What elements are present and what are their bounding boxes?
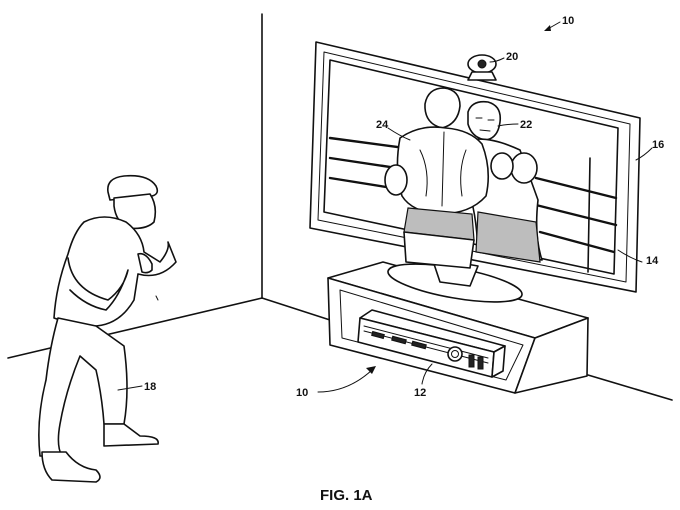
avatar-glove xyxy=(384,164,408,196)
console-slot xyxy=(363,325,489,359)
ref-system: 10 xyxy=(562,15,574,27)
rope xyxy=(534,176,618,200)
ref-display: 14 xyxy=(646,255,659,267)
power-button xyxy=(447,346,463,362)
ref-tv: 16 xyxy=(652,139,664,151)
stand-side xyxy=(514,317,589,394)
user-legs xyxy=(38,317,128,457)
ref-user: 18 xyxy=(144,381,156,393)
console-button xyxy=(371,330,385,340)
left-floor-line xyxy=(7,297,263,359)
leader-user xyxy=(117,385,143,391)
opponent-glove xyxy=(510,152,538,184)
leader-opponent xyxy=(497,123,519,127)
rope xyxy=(534,203,618,227)
user-left-shoe xyxy=(41,451,101,483)
right-floor-line xyxy=(261,297,331,321)
opponent-trunks xyxy=(475,211,541,263)
ref-opponent: 22 xyxy=(520,119,532,131)
avatar-boxer xyxy=(384,87,490,269)
user-figure xyxy=(38,174,177,483)
leader-camera xyxy=(489,57,505,63)
leader-avatar xyxy=(387,127,411,141)
leader-stand-arrow xyxy=(317,369,373,393)
console-port xyxy=(468,354,475,368)
leader-tv xyxy=(635,147,653,161)
ref-camera: 20 xyxy=(506,51,518,63)
power-button-ring xyxy=(451,350,459,358)
console-port xyxy=(477,356,484,370)
user-head xyxy=(113,193,157,230)
avatar-muscles xyxy=(419,131,467,207)
camera-lens xyxy=(477,59,487,69)
ref-system-arrow: 10 xyxy=(296,387,308,399)
user-fist xyxy=(137,252,153,274)
figure-caption: FIG. 1A xyxy=(320,487,373,504)
opponent-face xyxy=(475,117,495,132)
console-side xyxy=(491,345,506,378)
opponent-head xyxy=(467,100,502,141)
avatar-legs xyxy=(403,231,475,269)
ring-post xyxy=(587,157,591,273)
ref-avatar: 24 xyxy=(376,119,389,131)
rope xyxy=(538,230,616,254)
camera xyxy=(467,54,497,81)
user-arm xyxy=(67,257,129,311)
right-floor-line-back xyxy=(587,374,673,401)
leader-console xyxy=(421,363,433,385)
tv-bezel-inner xyxy=(317,51,631,283)
console-button xyxy=(411,340,427,350)
game-console xyxy=(357,309,506,378)
avatar-head xyxy=(424,87,461,129)
opponent-glove xyxy=(490,152,514,180)
user-shadow-mark xyxy=(155,295,159,301)
console-button xyxy=(391,335,407,345)
leader-system-arrowhead xyxy=(544,25,551,31)
leader-lines xyxy=(117,21,653,393)
ref-console: 12 xyxy=(414,387,426,399)
leader-stand-arrowhead xyxy=(366,366,376,374)
camera-mount xyxy=(467,71,497,81)
leader-display xyxy=(617,249,643,263)
stand-opening xyxy=(339,289,524,381)
television xyxy=(309,41,641,293)
user-right-shoe xyxy=(103,423,159,447)
